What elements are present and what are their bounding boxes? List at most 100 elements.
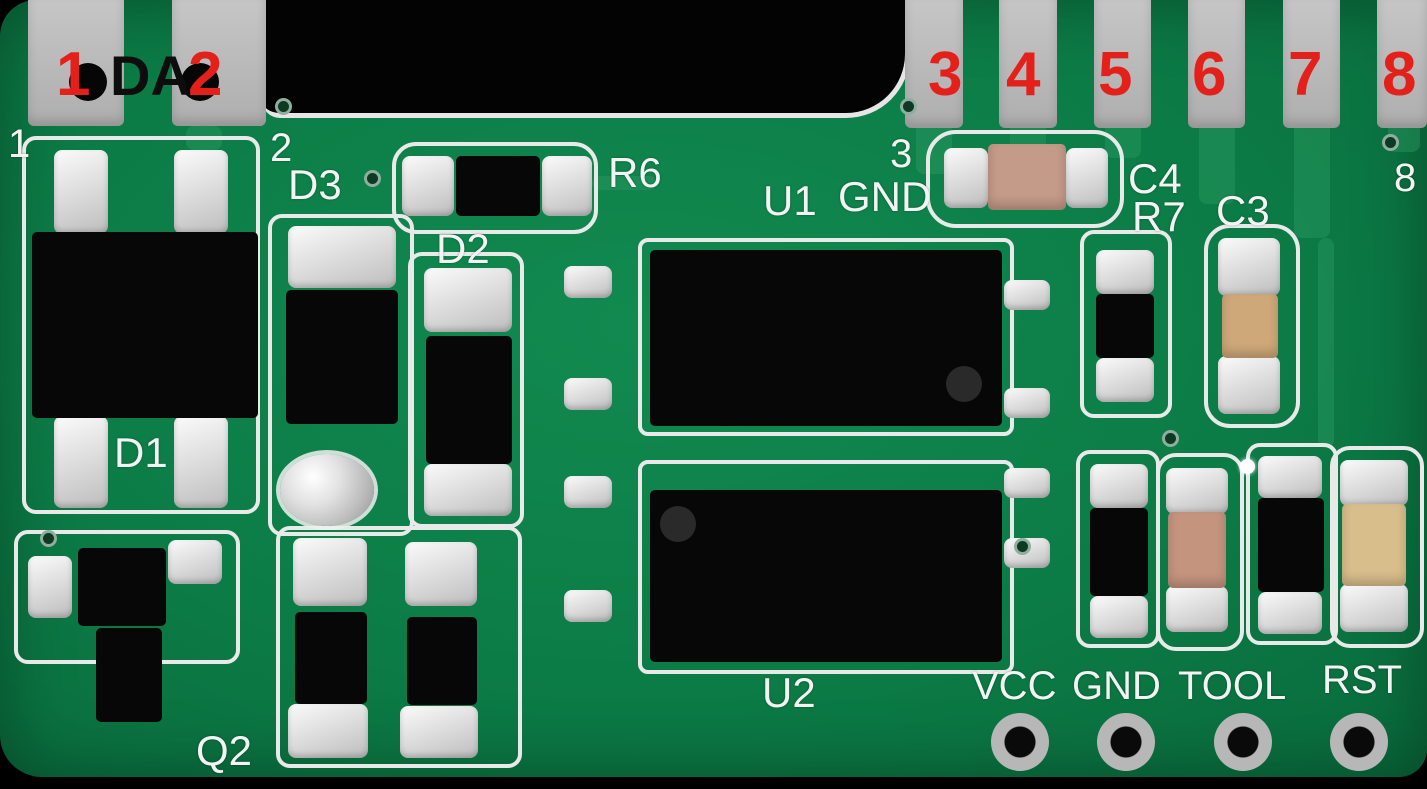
solder-pad bbox=[1090, 464, 1148, 508]
silkscreen-label-d1: D1 bbox=[114, 429, 168, 476]
component-body-q-lower-left-lead bbox=[96, 628, 162, 722]
silkscreen-label-tool: TOOL bbox=[1178, 664, 1287, 708]
component-body-q-lower-left bbox=[78, 548, 166, 626]
solder-pad bbox=[1258, 456, 1322, 498]
silkscreen-label-u1: U1 bbox=[763, 177, 817, 224]
via bbox=[40, 530, 57, 547]
solder-pad bbox=[1090, 596, 1148, 638]
pin-annotation-6: 6 bbox=[1192, 40, 1227, 109]
solder-pad bbox=[174, 150, 228, 234]
ic-pin1-marker-u2 bbox=[660, 506, 696, 542]
silkscreen-label-q2: Q2 bbox=[196, 727, 253, 774]
copper-trace bbox=[1318, 238, 1334, 448]
silkscreen-label-rst: RST bbox=[1322, 658, 1402, 702]
solder-pad bbox=[1004, 388, 1050, 418]
capacitor-body-c3 bbox=[1222, 294, 1278, 358]
solder-pad bbox=[424, 464, 512, 516]
silkscreen-pin-2: 2 bbox=[270, 126, 293, 170]
solder-pad bbox=[168, 540, 222, 584]
footprint-outline-q2 bbox=[276, 526, 522, 768]
silkscreen-label-r7: R7 bbox=[1132, 193, 1186, 240]
pin-annotation-3: 3 bbox=[928, 40, 963, 109]
component-body-d2 bbox=[426, 336, 512, 464]
copper-trace bbox=[592, 176, 656, 190]
via bbox=[1162, 430, 1179, 447]
solder-pad bbox=[1004, 280, 1050, 310]
edge-pad-hole-2 bbox=[181, 63, 219, 101]
component-body-bottom-right-1 bbox=[1090, 508, 1148, 596]
footprint-outline-d1 bbox=[22, 136, 260, 514]
footprint-outline-u1 bbox=[638, 238, 1014, 436]
solder-pad bbox=[1218, 238, 1280, 296]
silkscreen-label-u2: U2 bbox=[762, 669, 816, 716]
solder-pad bbox=[54, 150, 108, 234]
solder-pad bbox=[293, 538, 367, 606]
component-body-d1 bbox=[32, 232, 258, 418]
edge-pad-hole-1 bbox=[69, 63, 107, 101]
solder-pad bbox=[1258, 592, 1322, 634]
solder-pad bbox=[564, 266, 612, 298]
via bbox=[364, 170, 381, 187]
via bbox=[1382, 134, 1399, 151]
edge-pad-5 bbox=[1094, 0, 1151, 128]
solder-pad bbox=[944, 148, 988, 208]
pin-annotation-1: 1 bbox=[56, 40, 91, 109]
component-body-q2-a bbox=[295, 612, 367, 704]
via bbox=[1014, 538, 1031, 555]
silkscreen-pin-1: 1 bbox=[8, 122, 31, 166]
silkscreen-label-gnd-top: GND bbox=[838, 173, 932, 220]
solder-sparkle bbox=[1240, 459, 1255, 474]
board-notch bbox=[262, 0, 910, 118]
silkscreen-pin-8: 8 bbox=[1394, 156, 1417, 200]
capacitor-body-bottom-right-4 bbox=[1342, 504, 1406, 586]
solder-pad bbox=[564, 476, 612, 508]
via bbox=[275, 98, 292, 115]
footprint-outline-d3 bbox=[268, 214, 414, 536]
footprint-outline-r7 bbox=[1080, 230, 1172, 418]
edge-pad-1 bbox=[28, 0, 124, 126]
solder-pad bbox=[54, 416, 108, 508]
silkscreen-label-d3: D3 bbox=[288, 161, 342, 208]
edge-pad-6 bbox=[1188, 0, 1245, 128]
component-body-d3 bbox=[286, 290, 398, 424]
component-body-r7 bbox=[1096, 294, 1154, 358]
silkscreen-label-vcc: VCC bbox=[972, 664, 1057, 708]
solder-pad bbox=[564, 590, 612, 622]
footprint-outline-c3 bbox=[1204, 224, 1300, 428]
header-hole-gnd bbox=[1097, 713, 1155, 771]
solder-pad bbox=[564, 378, 612, 410]
solder-pad bbox=[424, 268, 512, 332]
solder-pad bbox=[1004, 468, 1050, 498]
pin-annotation-2: 2 bbox=[188, 40, 223, 109]
solder-pad bbox=[402, 156, 454, 216]
solder-pad bbox=[1166, 586, 1228, 632]
solder-pad bbox=[174, 416, 228, 508]
solder-pad bbox=[1066, 148, 1108, 208]
solder-pad bbox=[28, 556, 72, 618]
edge-pad-4 bbox=[999, 0, 1057, 128]
component-body-q2-b bbox=[407, 617, 477, 705]
header-hole-rst bbox=[1330, 713, 1388, 771]
footprint-outline-br2 bbox=[1156, 453, 1244, 651]
component-body-u1 bbox=[650, 250, 1002, 426]
component-body-bottom-right-3 bbox=[1258, 498, 1324, 592]
silkscreen-label-c4: C4 bbox=[1128, 155, 1182, 202]
footprint-outline-br4 bbox=[1330, 446, 1424, 648]
pin-annotation-4: 4 bbox=[1006, 40, 1041, 109]
da-annotation: DA bbox=[110, 44, 191, 107]
pin-annotation-7: 7 bbox=[1288, 40, 1323, 109]
pin-annotation-8: 8 bbox=[1382, 40, 1417, 109]
solder-pad bbox=[1340, 460, 1408, 506]
solder-pad bbox=[542, 156, 592, 216]
solder-pad bbox=[1166, 468, 1228, 514]
ic-pin1-marker-u1 bbox=[946, 366, 982, 402]
pin-annotation-5: 5 bbox=[1098, 40, 1133, 109]
header-hole-vcc bbox=[991, 713, 1049, 771]
copper-trace bbox=[1294, 118, 1330, 238]
solder-pad bbox=[288, 226, 396, 288]
edge-pad-8 bbox=[1377, 0, 1427, 128]
component-body-u2 bbox=[650, 490, 1002, 662]
footprint-outline-c4 bbox=[926, 130, 1124, 228]
silkscreen-pin-3: 3 bbox=[890, 132, 913, 176]
